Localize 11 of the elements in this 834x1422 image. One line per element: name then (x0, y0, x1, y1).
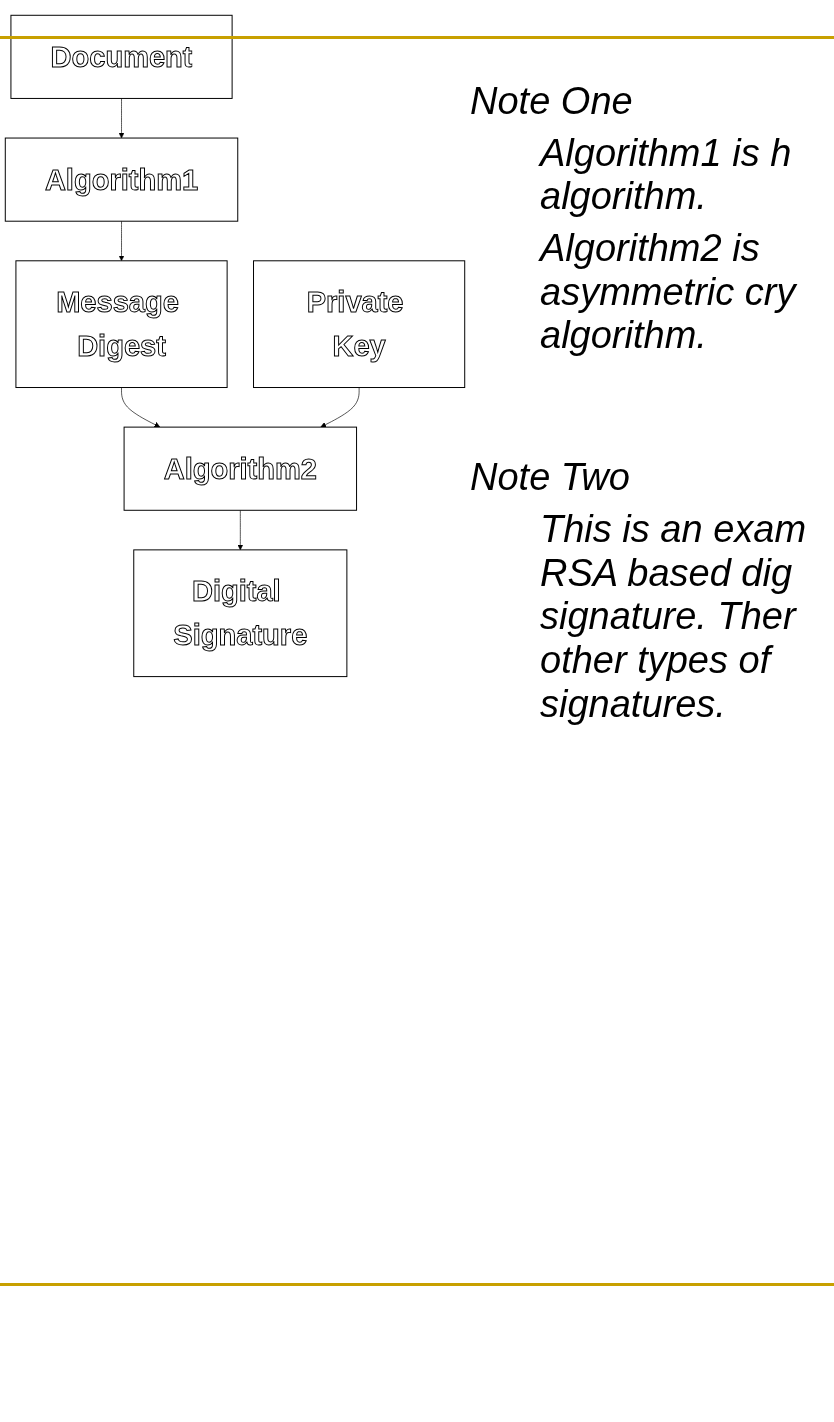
node-box: Document (10, 14, 233, 99)
node-box: Private Key (253, 260, 466, 388)
note-heading: Note Two (470, 456, 631, 500)
note-heading: Note One (470, 80, 634, 124)
node-box: Algorithm1 (4, 137, 239, 222)
node-box: Message Digest (15, 260, 228, 388)
note-text: Algorithm1 is h algorithm. (540, 131, 793, 220)
note-text: Algorithm2 is asymmetric cry algorithm. (540, 227, 798, 359)
note-text: This is an exam RSA based dig signature. Ther other types of signatures. (540, 507, 808, 727)
node-box: Algorithm2 (123, 426, 358, 511)
node-box: Digital Signature (133, 549, 348, 678)
